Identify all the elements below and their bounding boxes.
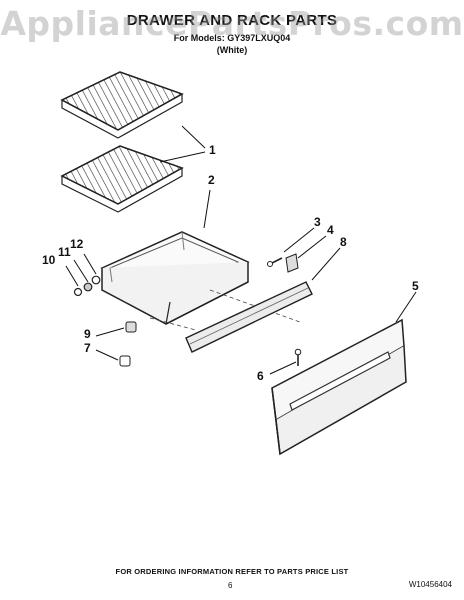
callout-5: 5 (412, 279, 419, 293)
drawer-bumper (125, 321, 137, 333)
oven-rack-upper (60, 71, 184, 139)
color-subtitle: (White) (216, 45, 248, 55)
callout-6: 6 (257, 369, 264, 383)
callout-7: 7 (84, 341, 91, 355)
page-number: 6 (228, 581, 233, 590)
ordering-note: FOR ORDERING INFORMATION REFER TO PARTS … (115, 567, 349, 576)
drawer-stop (119, 355, 131, 367)
callout-1: 1 (209, 143, 216, 157)
callout-8: 8 (340, 235, 347, 249)
panel-screw (294, 348, 302, 366)
callout-9: 9 (84, 327, 91, 341)
oven-rack-lower (60, 145, 184, 213)
hardware-washer (73, 287, 83, 297)
callout-2: 2 (208, 173, 215, 187)
page-title: DRAWER AND RACK PARTS (126, 12, 338, 29)
callout-3: 3 (314, 215, 321, 229)
drawer-screw (267, 257, 283, 267)
callout-11: 11 (58, 245, 71, 259)
callout-10: 10 (42, 253, 56, 267)
hardware-spacer (91, 275, 101, 285)
document-code: W10456404 (408, 580, 452, 589)
callout-12: 12 (70, 237, 84, 251)
callout-4: 4 (327, 223, 334, 237)
drawer-front-panel (271, 318, 407, 456)
model-subtitle: For Models: GY397LXUQ04 (173, 33, 291, 43)
storage-drawer (100, 231, 250, 325)
rail-clip (285, 253, 299, 273)
drawer-rail (185, 281, 313, 353)
hardware-nut (83, 282, 93, 292)
